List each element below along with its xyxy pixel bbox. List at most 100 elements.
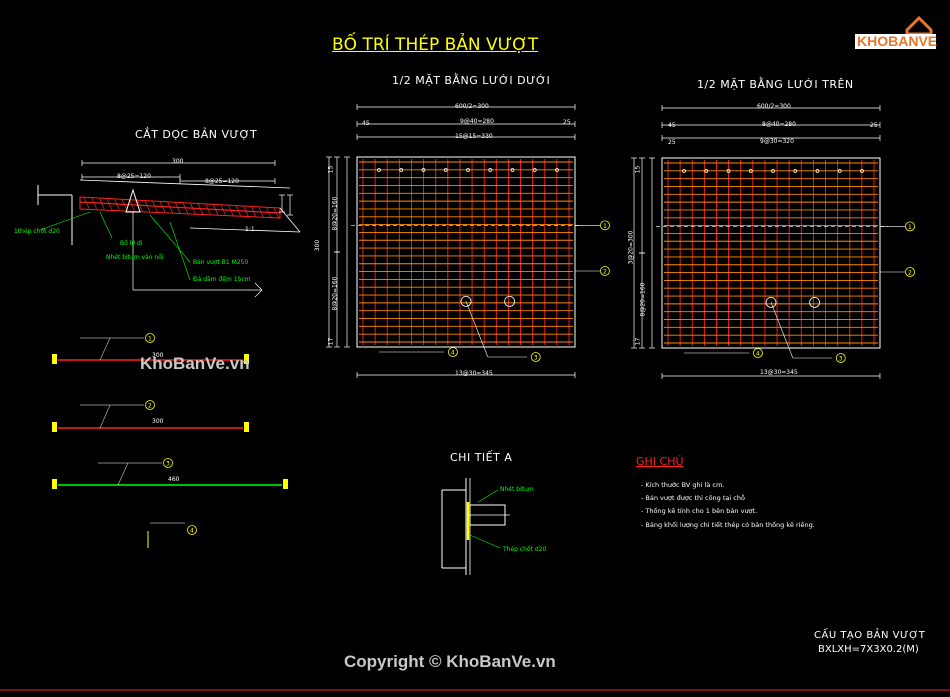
- anchor-point: [421, 168, 426, 172]
- label-top-b: 8@25=120: [205, 178, 239, 185]
- detail-title: CHI TIẾT A: [450, 451, 513, 464]
- pb-side-total: 300: [314, 239, 322, 252]
- detail-pin-bar: Thép chốt d20: [503, 546, 547, 553]
- pb-edge-right: 25: [563, 119, 571, 126]
- anchor-point: [726, 169, 731, 173]
- note-item: - Bảng khối lượng chi tiết thép có bản t…: [641, 521, 815, 529]
- leader-line: [465, 301, 489, 358]
- watermark-site: KhoBanVe.vn: [140, 354, 250, 373]
- detail-asphalt: Nhét bitum: [500, 486, 534, 493]
- anchor-point: [555, 168, 559, 172]
- block-name: CẤU TẠO BẢN VƯỢT: [814, 630, 926, 641]
- mark-circle: [905, 221, 915, 232]
- anchor-point: [399, 168, 404, 172]
- pb-spacing: 9@40=280: [460, 118, 494, 125]
- road-surface: [79, 179, 291, 189]
- pt-side-end2: 17: [634, 337, 642, 346]
- section-title: CẮT DỌC BẢN VƯỢT: [135, 128, 258, 141]
- label-asphalt: Nhét bitum vào nối: [106, 254, 164, 261]
- bar-end-cap: [52, 479, 57, 489]
- bar-3-length: 460: [168, 476, 180, 483]
- mark-circle: [530, 352, 541, 362]
- label-base: Đá dăm đệm 15cm: [193, 276, 251, 283]
- mark-circle: [145, 333, 155, 343]
- pin-hole: [765, 296, 777, 308]
- pt-side-end: 15: [634, 165, 642, 174]
- mark-number: 3: [534, 355, 538, 362]
- anchor-point: [443, 168, 448, 172]
- label-slope: 1:1: [245, 226, 255, 233]
- detail-a: [441, 478, 510, 575]
- pb-side-end: 15: [327, 165, 335, 174]
- slab-outline: [661, 157, 881, 349]
- bar-end-cap: [244, 422, 249, 432]
- mark-number: 1: [148, 336, 152, 343]
- notes-title: GHI CHÚ: [636, 455, 684, 468]
- leader-line: [770, 302, 794, 359]
- brand-logo: KHOBANVE: [853, 12, 938, 50]
- slab-rebar: [79, 201, 281, 214]
- pin-hole: [460, 295, 472, 307]
- pt-side-mid: 8@20=160: [639, 282, 647, 317]
- section-view: [37, 160, 301, 298]
- bar-end-cap: [52, 354, 57, 364]
- mark-circle: [835, 353, 846, 363]
- mark-number: 3: [839, 356, 843, 363]
- leader-line: [169, 221, 191, 281]
- leader-line: [117, 462, 129, 486]
- pb-overall: 600/2=300: [455, 103, 489, 110]
- pb-inner: 15@15=330: [455, 133, 493, 140]
- axis-tick: [254, 289, 263, 298]
- mark-number: 4: [451, 350, 455, 357]
- anchor-point: [682, 169, 686, 173]
- anchor-point: [771, 169, 775, 173]
- plan-bottom-title: 1/2 MẶT BẰNG LƯỚI DƯỚI: [392, 74, 551, 87]
- label-top-a: 8@25=120: [117, 173, 151, 180]
- mark-circle: [905, 267, 915, 277]
- label-mortar: Bổ lớ di: [120, 240, 143, 247]
- pb-edge-left: 45: [362, 120, 370, 127]
- leader-line: [149, 214, 191, 263]
- house-icon: [855, 15, 936, 49]
- anchor-point: [815, 169, 820, 173]
- mark-circle: [145, 400, 155, 410]
- pt-bottom: 13@30=345: [760, 369, 798, 376]
- mark-circle: [448, 347, 458, 357]
- plan-top-title: 1/2 MẶT BẰNG LƯỚI TRÊN: [697, 78, 854, 91]
- leader-line: [99, 337, 111, 361]
- anchor-point: [488, 168, 493, 172]
- pin-hole: [809, 296, 820, 308]
- anchor-point: [860, 169, 864, 173]
- note-item: - Bản vượt được thi công tại chỗ: [641, 494, 745, 502]
- anchor-point: [377, 168, 381, 172]
- mark-number: 4: [190, 528, 194, 535]
- pb-side-top: 8@20=160: [331, 196, 339, 231]
- label-pin-bar: 1thép chốt d20: [14, 228, 60, 235]
- drawing-title: BỐ TRÍ THÉP BẢN VƯỢT: [332, 35, 539, 55]
- mark-number: 1: [603, 223, 607, 230]
- watermark-copyright: Copyright © KhoBanVe.vn: [344, 652, 556, 671]
- leader-line: [477, 489, 499, 503]
- mark-number: 4: [756, 351, 760, 358]
- note-item: - Kích thước BV ghi là cm.: [641, 481, 725, 489]
- pt-edge-right: 25: [870, 122, 878, 129]
- anchor-point: [837, 169, 842, 173]
- base-line: [189, 227, 301, 233]
- pt-left-top: 25: [668, 139, 676, 146]
- block-size: BXLXH=7X3X0.2(M): [818, 644, 919, 655]
- mark-circle: [600, 266, 610, 276]
- logo-text: KHOBANVE: [857, 33, 938, 49]
- mark-circle: [753, 348, 763, 358]
- mark-number: 3: [166, 461, 170, 468]
- bar-2-length: 300: [152, 418, 164, 425]
- slab-outline: [356, 156, 576, 348]
- anchor-point: [510, 168, 515, 172]
- leader-line: [99, 211, 113, 239]
- bar-end-cap: [52, 422, 57, 432]
- pt-overall: 600/2=300: [757, 103, 791, 110]
- anchor-point: [466, 168, 470, 172]
